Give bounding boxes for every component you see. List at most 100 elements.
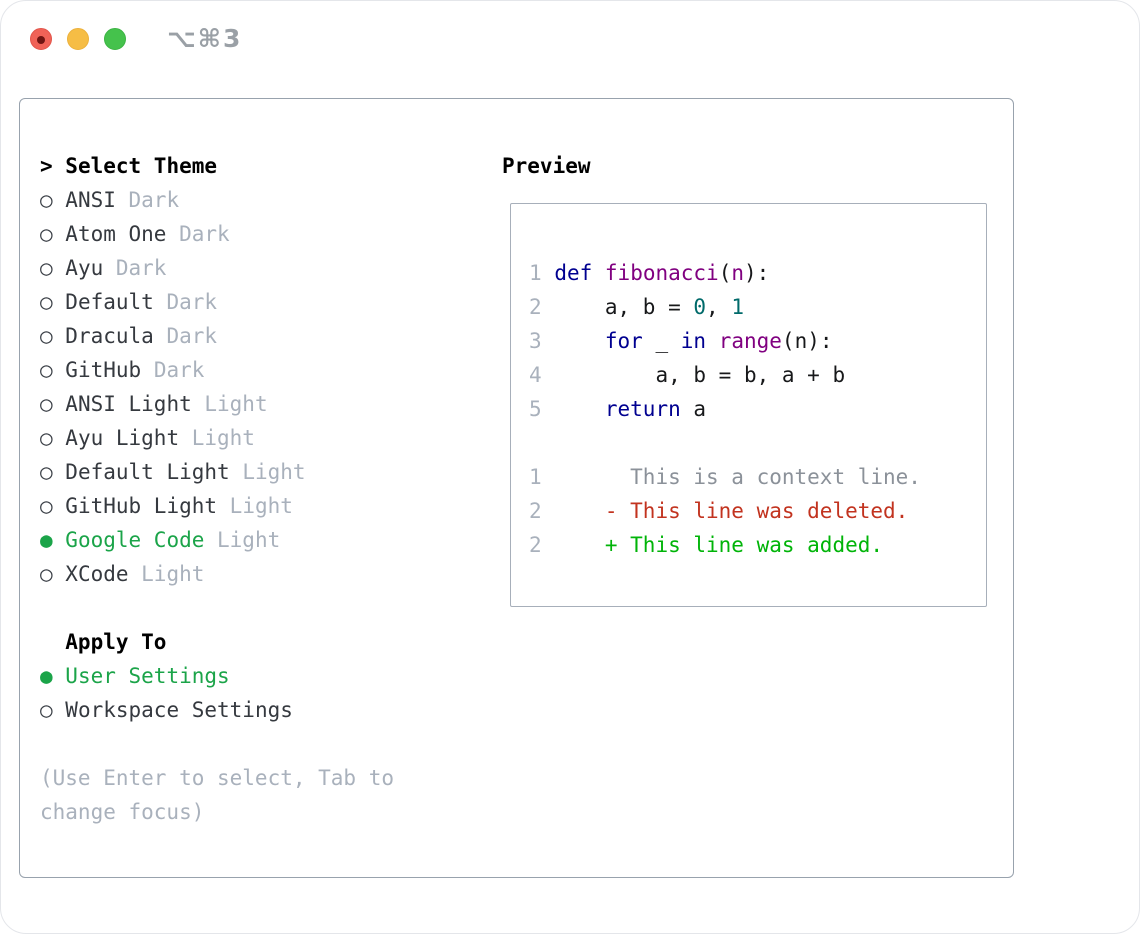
close-dot-icon [37, 36, 45, 44]
code-token-cx: This is a context line. [541, 465, 921, 489]
theme-name: Ayu Light [65, 426, 192, 450]
code-token-ln: 2 [529, 499, 542, 523]
help-text-line-1: (Use Enter to select, Tab to [40, 766, 395, 790]
code-token-pl: a, b = [541, 295, 694, 319]
theme-variant: Dark [166, 324, 218, 348]
theme-variant: Dark [166, 290, 218, 314]
apply-option[interactable]: ● User Settings [40, 659, 394, 693]
code-token-ti: fibonacci [604, 261, 719, 285]
preview-line: 5 return a [529, 392, 986, 426]
radio-icon: ○ [40, 188, 66, 212]
code-token-pl [542, 499, 605, 523]
theme-variant: Light [242, 460, 306, 484]
code-token-kw: for [604, 329, 643, 353]
theme-name: Default Light [65, 460, 243, 484]
theme-item[interactable]: ○ ANSI Dark [40, 183, 394, 217]
preview-line: 1 This is a context line. [529, 460, 986, 494]
radio-icon: ○ [40, 392, 66, 416]
theme-name: GitHub [65, 358, 154, 382]
selected-radio-icon: ● [40, 664, 66, 688]
theme-item[interactable]: ○ XCode Light [40, 557, 394, 591]
preview-line: 2 + This line was added. [529, 528, 986, 562]
theme-item[interactable]: ○ Default Dark [40, 285, 394, 319]
apply-option-label: Workspace Settings [65, 698, 293, 722]
radio-icon: ○ [40, 324, 66, 348]
apply-option[interactable]: ○ Workspace Settings [40, 693, 394, 727]
radio-icon: ○ [40, 256, 66, 280]
preview-line: 2 - This line was deleted. [529, 494, 986, 528]
radio-icon: ○ [40, 358, 66, 382]
code-token-de: - This line was deleted. [604, 499, 909, 523]
preview-header: Preview [502, 154, 591, 178]
code-token-pl [542, 329, 605, 353]
theme-name: Ayu [65, 256, 116, 280]
theme-item[interactable]: ○ Default Light Light [40, 455, 394, 489]
code-token-pl [592, 261, 605, 285]
spacer [40, 591, 394, 625]
theme-item[interactable]: ○ Atom One Dark [40, 217, 394, 251]
theme-name: GitHub Light [65, 494, 230, 518]
theme-item[interactable]: ○ GitHub Dark [40, 353, 394, 387]
code-token-pl: , [706, 295, 732, 319]
code-token-pl [706, 329, 719, 353]
code-token-nu: 0 [693, 295, 707, 319]
code-token-ln: 1 [529, 465, 542, 489]
theme-variant: Light [191, 426, 255, 450]
theme-variant: Light [217, 528, 281, 552]
theme-name: Dracula [65, 324, 167, 348]
theme-variant: Light [141, 562, 205, 586]
code-token-ti: n [731, 261, 745, 285]
theme-name: ANSI Light [65, 392, 205, 416]
code-token-pl [542, 261, 555, 285]
minimize-button[interactable] [67, 28, 89, 50]
radio-icon: ○ [40, 562, 66, 586]
apply-to-list: ● User Settings○ Workspace Settings [40, 659, 394, 727]
theme-item[interactable]: ● Google Code Light [40, 523, 394, 557]
preview-line: 2 a, b = 0, 1 [529, 290, 986, 324]
code-token-ln: 5 [529, 397, 542, 421]
code-token-pl: ): [744, 261, 770, 285]
code-token-pl: a [680, 397, 707, 421]
code-token-ad: + This line was added. [604, 533, 884, 557]
code-token-ln: 2 [529, 295, 542, 319]
preview-line [529, 426, 986, 460]
theme-item[interactable]: ○ Ayu Dark [40, 251, 394, 285]
code-token-kw: return [604, 397, 681, 421]
theme-item[interactable]: ○ GitHub Light Light [40, 489, 394, 523]
theme-variant: Dark [115, 256, 167, 280]
theme-picker-panel: > Select Theme ○ ANSI Dark○ Atom One Dar… [19, 98, 1014, 878]
radio-icon: ○ [40, 460, 66, 484]
theme-name: XCode [65, 562, 142, 586]
zoom-button[interactable] [104, 28, 126, 50]
select-theme-header: > Select Theme [40, 154, 218, 178]
code-token-pl: a, b = b, a + b [541, 363, 846, 387]
code-token-pl: _ [642, 329, 681, 353]
theme-name: Default [65, 290, 167, 314]
window-title: ⌥⌘3 [167, 24, 243, 53]
radio-icon: ○ [40, 222, 66, 246]
code-token-nu: 1 [731, 295, 744, 319]
radio-icon: ○ [40, 494, 66, 518]
theme-variant: Dark [128, 188, 180, 212]
theme-list: ○ ANSI Dark○ Atom One Dark○ Ayu Dark○ De… [40, 183, 394, 591]
code-token-ln: 3 [529, 329, 542, 353]
code-token-pl: ( [718, 261, 732, 285]
theme-item[interactable]: ○ Ayu Light Light [40, 421, 394, 455]
code-token-pl: (n): [781, 329, 833, 353]
theme-item[interactable]: ○ Dracula Dark [40, 319, 394, 353]
apply-to-header: Apply To [40, 630, 167, 654]
theme-name: ANSI [65, 188, 129, 212]
code-token-ti: range [718, 329, 782, 353]
theme-variant: Light [204, 392, 268, 416]
code-token-pl [542, 397, 605, 421]
preview-line: 1 def fibonacci(n): [529, 256, 986, 290]
theme-item[interactable]: ○ ANSI Light Light [40, 387, 394, 421]
radio-icon: ○ [40, 426, 66, 450]
apply-option-label: User Settings [65, 664, 230, 688]
theme-variant: Dark [153, 358, 205, 382]
radio-icon: ○ [40, 698, 66, 722]
close-button[interactable] [30, 28, 52, 50]
